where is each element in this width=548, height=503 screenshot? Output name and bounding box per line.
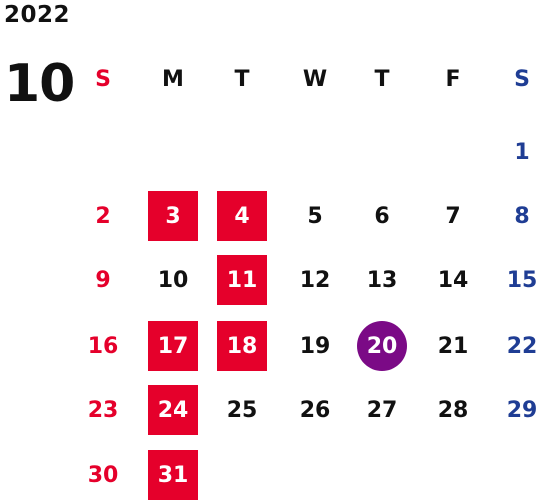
day-cell[interactable]: 25 <box>226 397 258 423</box>
day-cell[interactable]: 22 <box>506 333 538 359</box>
day-cell[interactable]: 4 <box>217 191 267 241</box>
day-cell[interactable]: 3 <box>148 191 198 241</box>
day-cell[interactable]: 26 <box>299 397 331 423</box>
day-cell[interactable]: 7 <box>445 203 461 229</box>
day-cell[interactable]: 17 <box>148 321 198 371</box>
day-cell[interactable]: 1 <box>514 139 530 165</box>
day-cell[interactable]: 11 <box>217 255 267 305</box>
day-cell[interactable]: 24 <box>148 385 198 435</box>
weekday-tuesday: T <box>234 67 250 92</box>
weekday-thursday: T <box>374 67 390 92</box>
month-label: 10 <box>4 54 75 114</box>
day-cell[interactable]: 16 <box>87 333 119 359</box>
year-label: 2022 <box>4 2 71 28</box>
weekday-wednesday: W <box>302 67 328 92</box>
weekday-sunday: S <box>95 67 111 92</box>
day-cell[interactable]: 27 <box>366 397 398 423</box>
today-day-cell[interactable]: 20 <box>357 321 407 371</box>
day-cell[interactable]: 12 <box>299 267 331 293</box>
day-cell[interactable]: 31 <box>148 450 198 500</box>
today-day-label: 20 <box>366 333 398 359</box>
day-cell[interactable]: 28 <box>437 397 469 423</box>
day-cell[interactable]: 9 <box>95 267 111 293</box>
weekday-saturday: S <box>514 67 530 92</box>
weekday-monday: M <box>162 67 184 92</box>
day-cell[interactable]: 13 <box>366 267 398 293</box>
day-cell[interactable]: 18 <box>217 321 267 371</box>
day-cell[interactable]: 29 <box>506 397 538 423</box>
day-cell[interactable]: 8 <box>514 203 530 229</box>
day-cell[interactable]: 21 <box>437 333 469 359</box>
day-cell[interactable]: 5 <box>307 203 323 229</box>
day-cell[interactable]: 6 <box>374 203 390 229</box>
weekday-friday: F <box>445 67 461 92</box>
day-cell[interactable]: 2 <box>95 203 111 229</box>
day-cell[interactable]: 30 <box>87 462 119 488</box>
day-cell[interactable]: 14 <box>437 267 469 293</box>
day-cell[interactable]: 15 <box>506 267 538 293</box>
day-cell[interactable]: 19 <box>299 333 331 359</box>
day-cell[interactable]: 10 <box>157 267 189 293</box>
day-cell[interactable]: 23 <box>87 397 119 423</box>
